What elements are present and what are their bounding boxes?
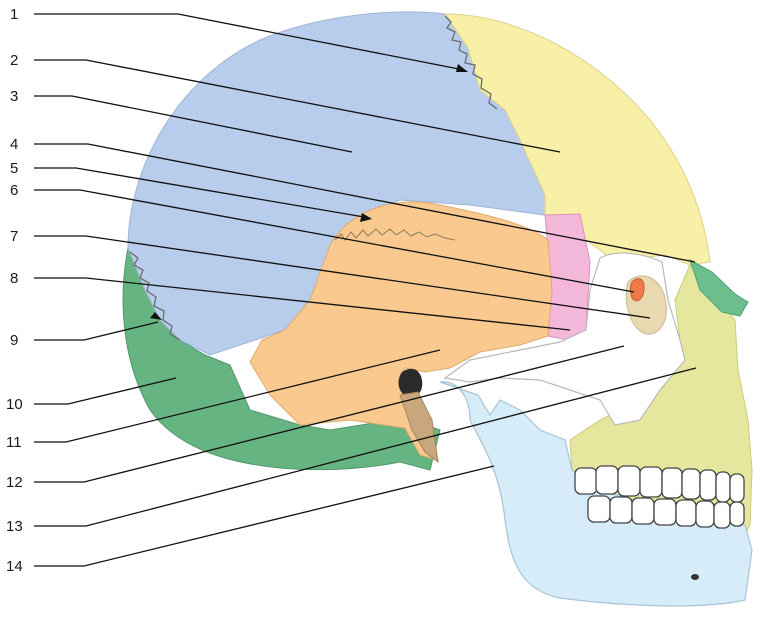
label-number: 5 — [10, 160, 18, 177]
label-number: 14 — [6, 558, 23, 575]
lacrimal-bone — [631, 279, 645, 301]
label-number: 9 — [10, 332, 18, 349]
label-number: 12 — [6, 474, 23, 491]
tooth — [618, 466, 640, 496]
label-number: 10 — [6, 396, 23, 413]
tooth — [682, 469, 700, 499]
tooth — [730, 502, 744, 526]
tooth — [640, 467, 662, 497]
tooth — [700, 470, 716, 500]
label-number: 3 — [10, 88, 18, 105]
tooth — [588, 496, 610, 522]
label-number: 6 — [10, 182, 18, 199]
tooth — [716, 472, 730, 502]
tooth — [676, 500, 696, 526]
tooth — [596, 466, 618, 494]
tooth — [714, 502, 730, 528]
mental-foramen — [691, 574, 699, 580]
tooth — [575, 468, 597, 494]
number-labels: 1 2 3 4 5 6 7 8 9 10 11 12 13 14 — [6, 6, 23, 575]
tooth — [662, 468, 682, 498]
tooth — [654, 499, 676, 525]
label-number: 7 — [10, 228, 18, 245]
tooth — [696, 501, 714, 527]
label-number: 4 — [10, 136, 18, 153]
label-number: 13 — [6, 518, 23, 535]
label-number: 11 — [6, 434, 22, 451]
tooth — [632, 498, 654, 524]
label-number: 1 — [10, 6, 18, 23]
leader-line-14 — [34, 466, 494, 566]
tooth — [610, 497, 632, 523]
tooth — [730, 474, 744, 502]
label-number: 8 — [10, 270, 18, 287]
label-number: 2 — [10, 52, 18, 69]
